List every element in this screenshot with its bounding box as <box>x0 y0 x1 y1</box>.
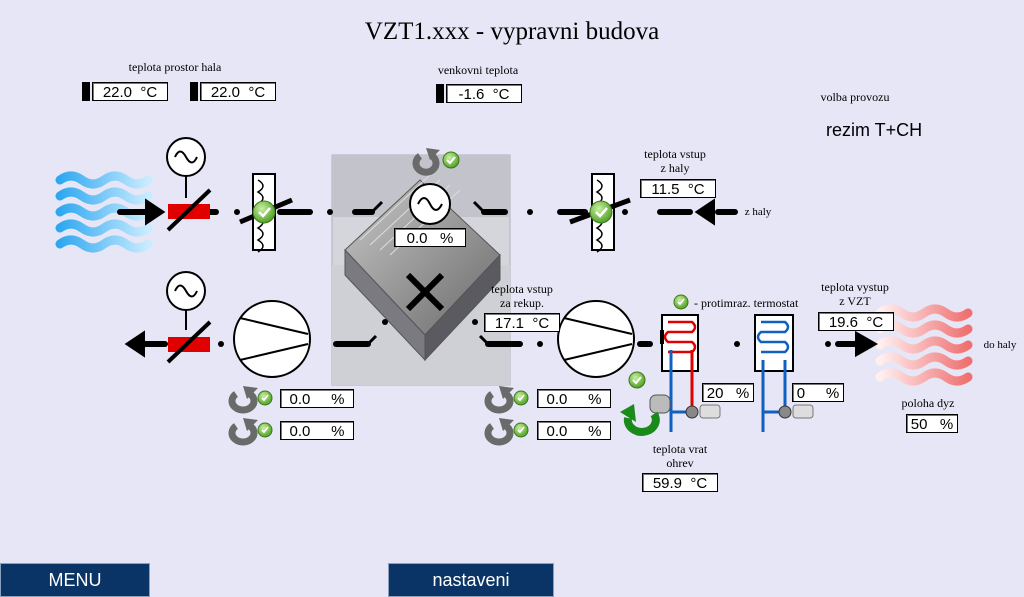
room-temp-marker-1 <box>82 82 90 101</box>
return-temp-label-1: teplota vrat <box>652 442 708 456</box>
bottom-duct <box>124 330 879 358</box>
exhaust-fan <box>233 300 311 378</box>
supply-temp-value[interactable]: 19.6 °C <box>818 312 894 331</box>
exhaust-fan-speed-2[interactable]: 0.0 % <box>280 421 354 440</box>
outdoor-damper <box>166 137 212 232</box>
mode-value[interactable]: rezim T+CH <box>826 120 923 140</box>
settings-button[interactable]: nastaveni <box>388 563 554 597</box>
supply-temp-label-1: teplota vystup <box>821 280 889 294</box>
exhaust-damper <box>166 271 212 364</box>
cooler-coil <box>754 314 794 432</box>
cooler-valve-value[interactable]: 0 % <box>792 383 844 402</box>
intake-temp-value[interactable]: 11.5 °C <box>640 179 716 198</box>
top-duct <box>117 198 738 226</box>
room-temp-value-1[interactable]: 22.0 °C <box>92 82 168 101</box>
rotation-icons <box>228 148 514 446</box>
supply-fan <box>557 300 635 378</box>
cooler-valve-icon <box>778 404 814 419</box>
to-hall-label: do haly <box>983 339 1017 351</box>
return-temp-value[interactable]: 59.9 °C <box>642 473 718 492</box>
room-temp-label: teplota prostor hala <box>128 60 222 74</box>
supply-air-icon <box>875 304 973 386</box>
menu-button[interactable]: MENU <box>0 563 150 597</box>
antifreeze-label: - protimraz. termostat <box>694 296 799 310</box>
after-recup-label-1: teplota vstup <box>491 282 553 296</box>
room-temp-marker-2 <box>190 82 198 101</box>
exhaust-fan-speed-1[interactable]: 0.0 % <box>280 389 354 408</box>
recuperator-value[interactable]: 0.0 % <box>394 228 466 247</box>
outdoor-temp-value[interactable]: -1.6 °C <box>446 84 522 103</box>
outdoor-temp-marker <box>436 84 444 103</box>
page-title: VZT1.xxx - vypravni budova <box>364 18 660 45</box>
heater-valve-value[interactable]: 20 % <box>702 383 754 402</box>
intake-temp-label-1: teplota vstup <box>644 147 706 161</box>
mode-label: volba provozu <box>820 90 890 104</box>
from-hall-label: z haly <box>744 206 772 218</box>
outdoor-temp-label: venkovni teplota <box>437 63 519 77</box>
heater-pump-icon <box>620 404 660 436</box>
room-temp-value-2[interactable]: 22.0 °C <box>200 82 276 101</box>
ok-status-icons <box>252 151 689 438</box>
recuperator-housing <box>331 154 511 386</box>
outdoor-air-icon <box>55 171 153 253</box>
supply-fan-speed-1[interactable]: 0.0 % <box>537 389 611 408</box>
return-temp-label-2: ohrev <box>666 456 694 470</box>
nozzle-label: poloha dyz <box>901 396 955 410</box>
after-recup-value[interactable]: 17.1 °C <box>484 313 560 332</box>
heater-valve-icon <box>649 394 721 419</box>
supply-fan-speed-2[interactable]: 0.0 % <box>537 421 611 440</box>
supply-temp-label-2: z VZT <box>839 294 871 308</box>
after-recup-label-2: za rekup. <box>500 296 544 310</box>
nozzle-value[interactable]: 50 % <box>906 414 958 433</box>
intake-temp-label-2: z haly <box>660 161 690 175</box>
